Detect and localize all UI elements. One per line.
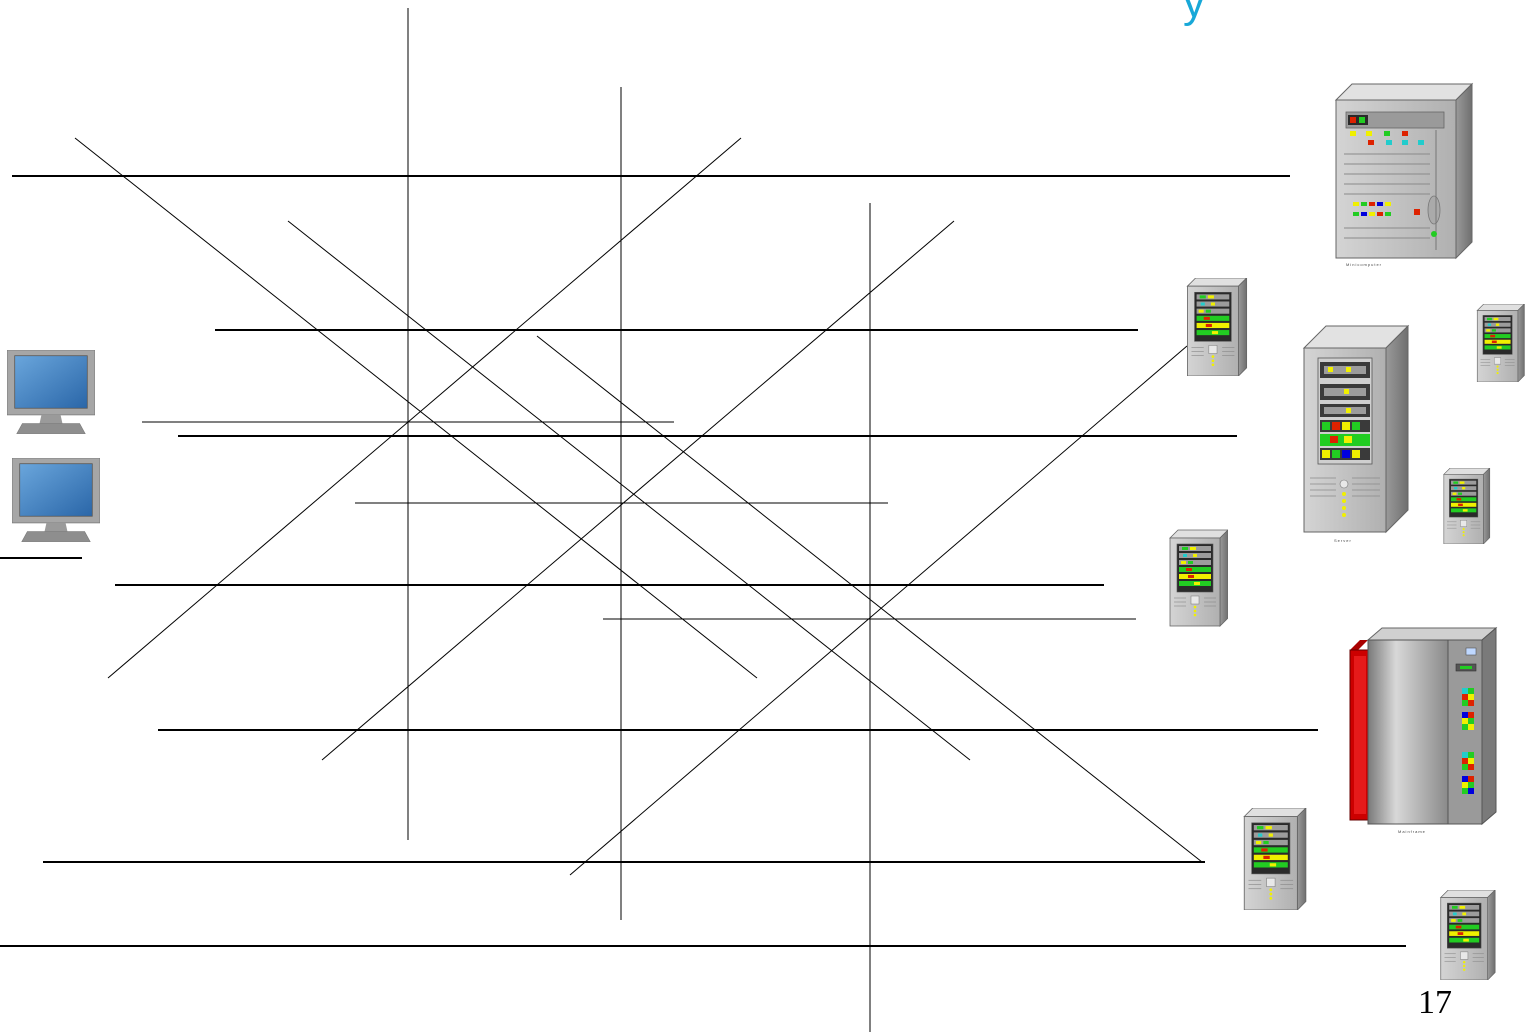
diagonal-line bbox=[75, 138, 757, 678]
minicomputer-label: Minicomputer bbox=[1346, 262, 1382, 267]
server-label: Server bbox=[1334, 538, 1352, 543]
diagonal-line bbox=[288, 221, 970, 760]
server-icon bbox=[1444, 468, 1490, 544]
desktop-computer-icon bbox=[7, 350, 95, 434]
server-icon bbox=[1170, 530, 1228, 626]
diagonal-line bbox=[570, 346, 1187, 875]
page-number: 17 bbox=[1418, 984, 1452, 1022]
tall-server-icon: Server bbox=[1304, 326, 1408, 543]
mainframe-label: Mainframe bbox=[1398, 829, 1426, 834]
server-icon bbox=[1441, 890, 1495, 980]
connection-lines bbox=[0, 8, 1406, 1032]
server-icon bbox=[1187, 278, 1246, 376]
diagonal-line bbox=[108, 138, 741, 678]
diagonal-line bbox=[322, 221, 954, 760]
desktop-computer-icon bbox=[12, 458, 100, 542]
server-icon bbox=[1244, 808, 1306, 910]
mainframe-icon: Mainframe bbox=[1350, 628, 1496, 834]
server-icon bbox=[1477, 304, 1524, 382]
title-fragment: y bbox=[1183, 0, 1205, 28]
minicomputer-icon: Minicomputer bbox=[1336, 84, 1472, 267]
